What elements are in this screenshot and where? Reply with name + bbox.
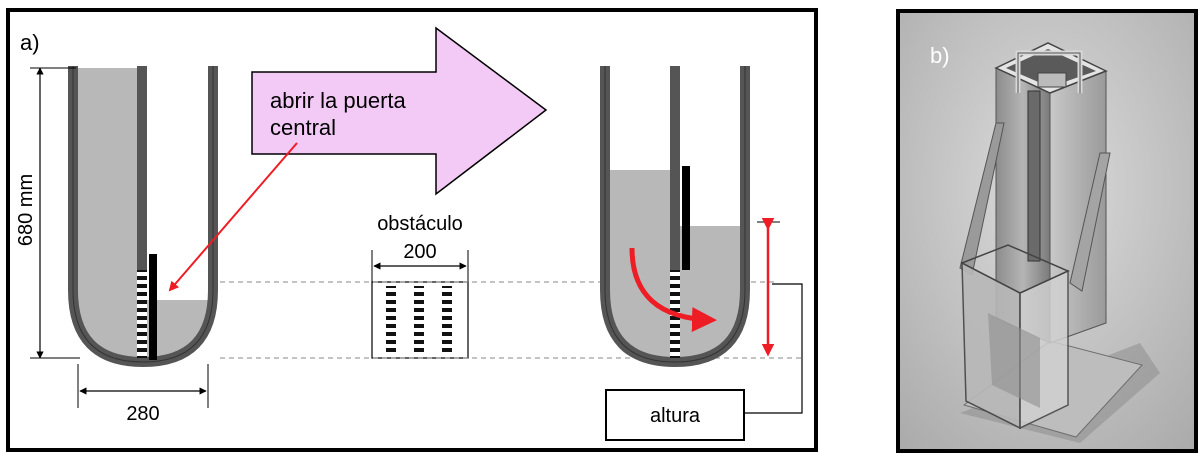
left-gate (149, 254, 157, 360)
obstacle-width-label: 200 (403, 241, 436, 263)
width-dimension-label: 280 (126, 403, 159, 425)
apparatus-gate (1027, 90, 1041, 262)
front-box-inner (988, 313, 1040, 408)
flow-arrow (629, 247, 717, 332)
handle-clamp (1037, 72, 1067, 88)
left-center-wall (137, 66, 147, 270)
left-container (68, 66, 218, 368)
right-gate (682, 166, 690, 270)
left-water (78, 68, 143, 359)
obstacle-bar-2 (414, 286, 424, 356)
panel-a-label: a) (20, 30, 40, 55)
arrow-text-line1: abrir la puerta (270, 88, 407, 113)
panel-b-photo: b) (896, 9, 1198, 453)
left-gate-grid (137, 270, 147, 358)
altura-label: altura (650, 405, 701, 427)
brace-right (1069, 152, 1111, 292)
diagram-canvas: a) 680 mm 280 abrir la puerta c (15, 26, 805, 441)
panel-b-label: b) (930, 43, 950, 68)
arrow-text-line2: central (270, 115, 336, 140)
altura-box (605, 389, 745, 441)
obstacle-bar-1 (386, 286, 396, 356)
obstacle-bar-3 (442, 286, 452, 356)
obstacle: obstáculo 200 (371, 213, 469, 359)
front-box-top (960, 244, 1070, 294)
apparatus-column-opening (1006, 49, 1096, 87)
right-water-left (605, 170, 675, 359)
panel-a-diagram: a) 680 mm 280 abrir la puerta c (6, 8, 818, 452)
red-pointer-arrow (168, 142, 298, 292)
altura-connector (744, 283, 803, 414)
right-center-wall (670, 66, 680, 270)
right-container (600, 66, 750, 368)
photo-canvas: b) (900, 13, 1194, 449)
obstacle-label: obstáculo (377, 213, 463, 235)
height-dimension-label: 680 mm (15, 174, 37, 246)
open-gate-arrow (251, 26, 548, 196)
